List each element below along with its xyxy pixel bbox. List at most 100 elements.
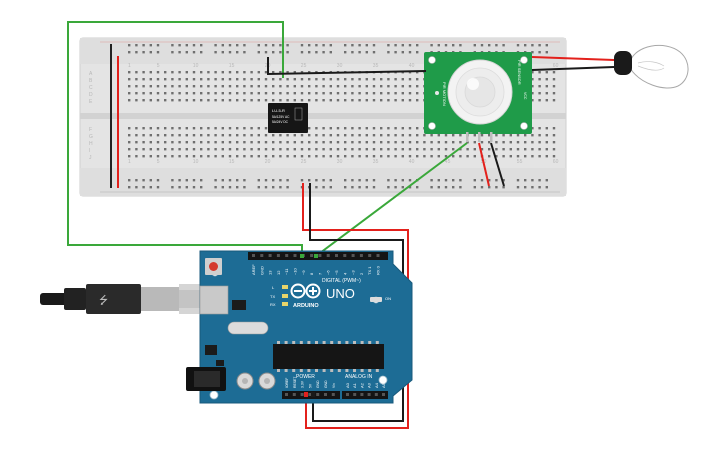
breadboard-hole[interactable] <box>480 44 484 47</box>
breadboard-hole[interactable] <box>178 148 181 151</box>
breadboard-hole[interactable] <box>214 148 217 151</box>
breadboard-hole[interactable] <box>135 51 138 54</box>
breadboard-hole[interactable] <box>380 92 383 95</box>
breadboard-hole[interactable] <box>336 134 340 137</box>
breadboard-hole[interactable] <box>329 99 332 102</box>
breadboard-hole[interactable] <box>293 71 296 74</box>
light-bulb[interactable] <box>614 44 689 89</box>
breadboard-hole[interactable] <box>408 44 412 47</box>
breadboard-hole[interactable] <box>272 71 275 74</box>
breadboard-hole[interactable] <box>372 148 376 151</box>
breadboard-hole[interactable] <box>502 155 505 158</box>
breadboard-hole[interactable] <box>149 141 152 144</box>
breadboard-hole[interactable] <box>185 78 188 81</box>
breadboard-hole[interactable] <box>444 155 448 158</box>
breadboard-hole[interactable] <box>156 155 160 158</box>
analog-pin-socket[interactable] <box>353 393 357 396</box>
breadboard-hole[interactable] <box>408 179 412 182</box>
breadboard-hole[interactable] <box>351 179 354 182</box>
breadboard-hole[interactable] <box>286 44 289 47</box>
breadboard-hole[interactable] <box>243 44 246 47</box>
breadboard-hole[interactable] <box>272 148 275 151</box>
breadboard-hole[interactable] <box>200 141 203 144</box>
breadboard-hole[interactable] <box>207 92 210 95</box>
breadboard-hole[interactable] <box>156 186 160 189</box>
breadboard-hole[interactable] <box>358 44 361 47</box>
breadboard-hole[interactable] <box>236 71 239 74</box>
breadboard-hole[interactable] <box>207 141 210 144</box>
breadboard-hole[interactable] <box>250 85 253 88</box>
breadboard-hole[interactable] <box>452 141 455 144</box>
breadboard-hole[interactable] <box>401 155 404 158</box>
breadboard-hole[interactable] <box>387 78 390 81</box>
breadboard-hole[interactable] <box>315 155 318 158</box>
breadboard-hole[interactable] <box>185 127 188 130</box>
breadboard-hole[interactable] <box>286 155 289 158</box>
power-pin-socket[interactable] <box>300 393 304 396</box>
breadboard-hole[interactable] <box>430 186 433 189</box>
breadboard-hole[interactable] <box>272 44 275 47</box>
breadboard-hole[interactable] <box>250 155 253 158</box>
breadboard-hole[interactable] <box>308 179 311 182</box>
breadboard-hole[interactable] <box>149 92 152 95</box>
breadboard-hole[interactable] <box>221 127 224 130</box>
breadboard-hole[interactable] <box>264 71 268 74</box>
breadboard-hole[interactable] <box>459 44 462 47</box>
breadboard-hole[interactable] <box>394 155 397 158</box>
breadboard-hole[interactable] <box>207 155 210 158</box>
breadboard-hole[interactable] <box>473 155 476 158</box>
breadboard-hole[interactable] <box>272 155 275 158</box>
breadboard-hole[interactable] <box>344 179 347 182</box>
breadboard-hole[interactable] <box>452 186 455 189</box>
breadboard-hole[interactable] <box>257 186 260 189</box>
breadboard-hole[interactable] <box>358 78 361 81</box>
breadboard-hole[interactable] <box>401 179 404 182</box>
breadboard-hole[interactable] <box>416 99 419 102</box>
breadboard-hole[interactable] <box>552 99 556 102</box>
breadboard-hole[interactable] <box>200 127 203 130</box>
breadboard-hole[interactable] <box>387 134 390 137</box>
breadboard-hole[interactable] <box>408 92 412 95</box>
digital-pin-socket[interactable] <box>376 254 380 257</box>
breadboard-hole[interactable] <box>358 179 361 182</box>
breadboard-hole[interactable] <box>336 85 340 88</box>
breadboard-hole[interactable] <box>200 148 203 151</box>
breadboard-hole[interactable] <box>416 148 419 151</box>
breadboard-hole[interactable] <box>135 85 138 88</box>
breadboard-hole[interactable] <box>142 141 145 144</box>
breadboard-hole[interactable] <box>351 148 354 151</box>
breadboard-hole[interactable] <box>135 44 138 47</box>
breadboard-hole[interactable] <box>394 127 397 130</box>
breadboard-hole[interactable] <box>459 155 462 158</box>
breadboard-hole[interactable] <box>171 85 174 88</box>
breadboard-hole[interactable] <box>149 186 152 189</box>
breadboard-hole[interactable] <box>200 155 203 158</box>
breadboard-hole[interactable] <box>192 127 196 130</box>
breadboard-hole[interactable] <box>509 148 512 151</box>
breadboard-hole[interactable] <box>171 141 174 144</box>
breadboard-hole[interactable] <box>351 134 354 137</box>
breadboard-hole[interactable] <box>128 78 131 81</box>
breadboard-hole[interactable] <box>164 71 167 74</box>
breadboard-hole[interactable] <box>416 85 419 88</box>
breadboard-hole[interactable] <box>315 186 318 189</box>
breadboard-hole[interactable] <box>207 85 210 88</box>
breadboard-hole[interactable] <box>264 155 268 158</box>
breadboard-hole[interactable] <box>300 78 304 81</box>
breadboard-hole[interactable] <box>228 44 232 47</box>
breadboard-hole[interactable] <box>372 141 376 144</box>
breadboard-hole[interactable] <box>552 148 556 151</box>
breadboard-hole[interactable] <box>545 92 548 95</box>
breadboard-hole[interactable] <box>416 71 419 74</box>
breadboard-hole[interactable] <box>531 85 534 88</box>
breadboard-hole[interactable] <box>552 155 556 158</box>
breadboard-hole[interactable] <box>488 44 491 47</box>
breadboard-hole[interactable] <box>365 127 368 130</box>
breadboard-hole[interactable] <box>149 127 152 130</box>
breadboard-hole[interactable] <box>531 186 534 189</box>
breadboard-hole[interactable] <box>192 71 196 74</box>
breadboard-hole[interactable] <box>142 148 145 151</box>
breadboard-hole[interactable] <box>329 134 332 137</box>
breadboard-hole[interactable] <box>300 71 304 74</box>
